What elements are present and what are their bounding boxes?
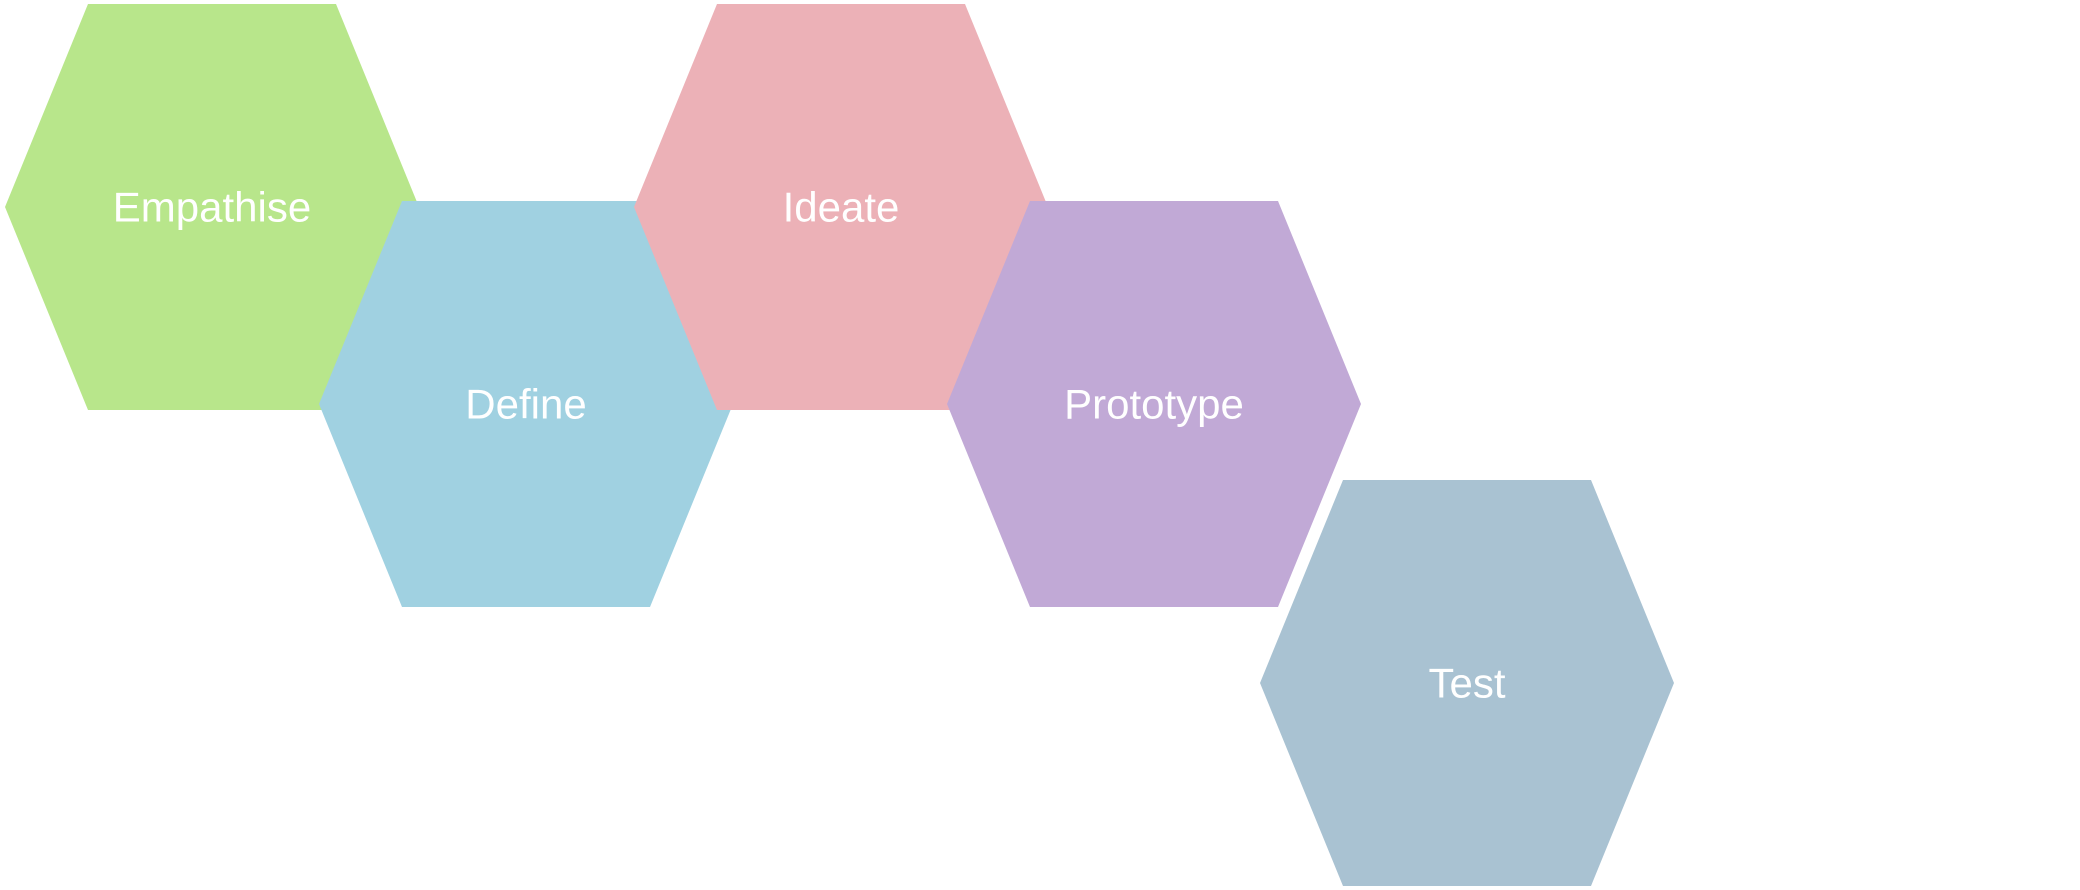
stage-hexagon-define: Define xyxy=(319,201,733,607)
hexagon-shape xyxy=(1260,480,1674,886)
stage-hexagon-test: Test xyxy=(1260,480,1674,886)
stage-label: Ideate xyxy=(783,184,900,231)
stage-label: Prototype xyxy=(1064,381,1244,428)
stage-label: Define xyxy=(465,381,586,428)
stage-hexagon-prototype: Prototype xyxy=(947,201,1361,607)
stage-label: Empathise xyxy=(113,184,311,231)
stage-hexagon-empathise: Empathise xyxy=(5,4,419,410)
hexagon-shape xyxy=(634,4,1048,410)
hexagon-shape xyxy=(947,201,1361,607)
hexagon-shape xyxy=(5,4,419,410)
stage-hexagon-ideate: Ideate xyxy=(634,4,1048,410)
hexagon-shape xyxy=(319,201,733,607)
stage-label: Test xyxy=(1428,660,1505,707)
